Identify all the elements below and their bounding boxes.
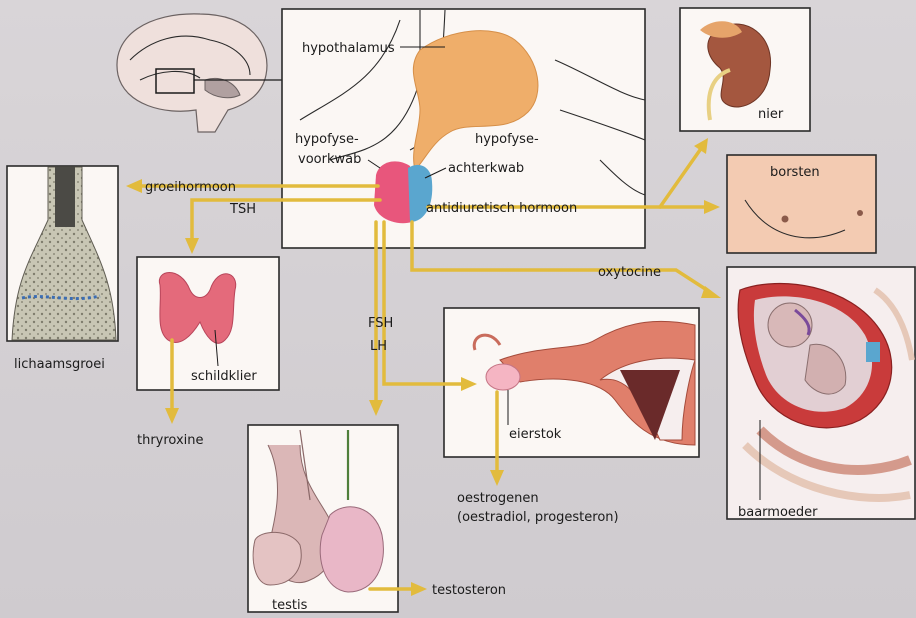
kidney-box <box>680 8 810 131</box>
label-achterkwab-1: hypofyse- <box>475 132 539 147</box>
label-nier: nier <box>758 107 784 122</box>
label-testis: testis <box>272 598 308 613</box>
ovary-box <box>444 308 699 457</box>
label-tsh: TSH <box>229 202 256 217</box>
label-hypothalamus: hypothalamus <box>302 41 395 56</box>
label-oestrogenen-sub: (oestradiol, progesteron) <box>457 510 619 525</box>
label-adh: antidiuretisch hormoon <box>426 201 577 216</box>
bone-box <box>7 166 118 341</box>
label-voorkwab-1: hypofyse- <box>295 132 359 147</box>
brain-illustration <box>117 14 283 132</box>
label-groeihormoon: groeihormoon <box>145 180 236 195</box>
label-testosteron: testosteron <box>432 583 506 598</box>
voorkwab-shape <box>374 161 412 223</box>
label-baarmoeder: baarmoeder <box>738 505 818 520</box>
label-voorkwab-2: voorkwab <box>298 152 361 167</box>
label-lichaamsgroei: lichaamsgroei <box>14 357 105 372</box>
label-lh: LH <box>370 339 387 354</box>
label-eierstok: eierstok <box>509 427 562 442</box>
label-oestrogenen: oestrogenen <box>457 491 539 506</box>
label-fsh: FSH <box>368 316 393 331</box>
label-thryroxine: thryroxine <box>137 433 204 448</box>
testis-box <box>248 425 398 612</box>
label-achterkwab-2: achterkwab <box>448 161 524 176</box>
pregnancy-box <box>727 267 915 519</box>
label-oxytocine: oxytocine <box>598 265 661 280</box>
label-schildklier: schildklier <box>191 369 257 384</box>
label-borsten: borsten <box>770 165 820 180</box>
